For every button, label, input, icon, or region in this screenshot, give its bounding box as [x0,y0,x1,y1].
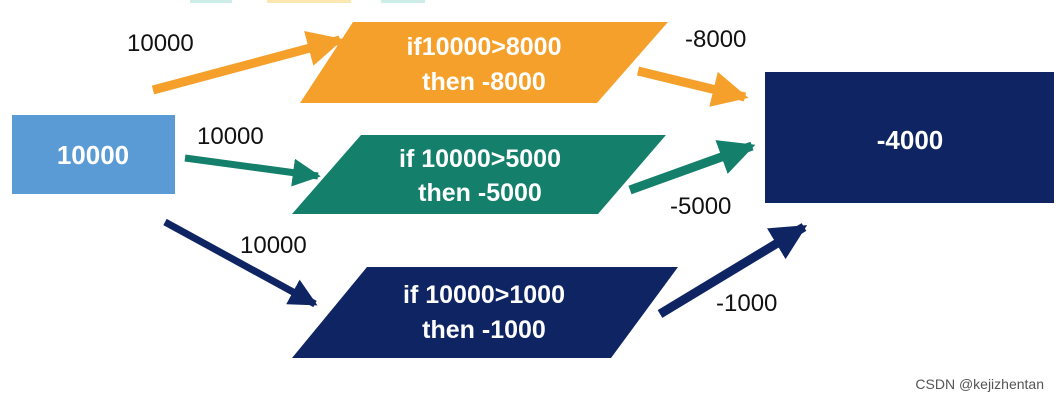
watermark-text: CSDN @kejizhentan [915,376,1044,392]
navy-condition-line1: if 10000>1000 [403,281,565,309]
navy-condition-box [292,267,678,358]
input-value: 10000 [57,140,129,170]
arrow-input-to-navy [163,218,318,308]
edge-label-navy-out: -1000 [716,290,777,317]
teal-condition-box [292,135,666,214]
arrow-navy-to-result [657,223,808,318]
arrow-input-to-teal [184,154,321,187]
legend-swatch-yellow [267,0,351,3]
edge-label-teal-in: 10000 [197,123,264,150]
arrow-input-to-orange [151,30,344,95]
navy-condition-line2: then -1000 [422,316,546,344]
edge-label-navy-in: 10000 [240,232,307,259]
input-box [12,115,175,194]
orange-condition-box [300,22,668,103]
legend-swatch-cyan-2 [381,0,425,3]
arrow-orange-to-result [636,66,749,107]
teal-condition-line2: then -5000 [418,179,542,207]
edge-label-orange-out: -8000 [685,26,746,53]
orange-condition-line2: then -8000 [422,68,546,96]
legend-swatch-cyan-1 [190,0,232,3]
arrow-teal-to-result [628,140,756,195]
edge-label-teal-out: -5000 [670,193,731,220]
orange-condition-line1: if10000>8000 [406,33,561,61]
result-value: -4000 [877,125,944,155]
result-box [765,72,1054,203]
teal-condition-line1: if 10000>5000 [399,145,561,173]
edge-label-orange-in: 10000 [127,30,194,57]
